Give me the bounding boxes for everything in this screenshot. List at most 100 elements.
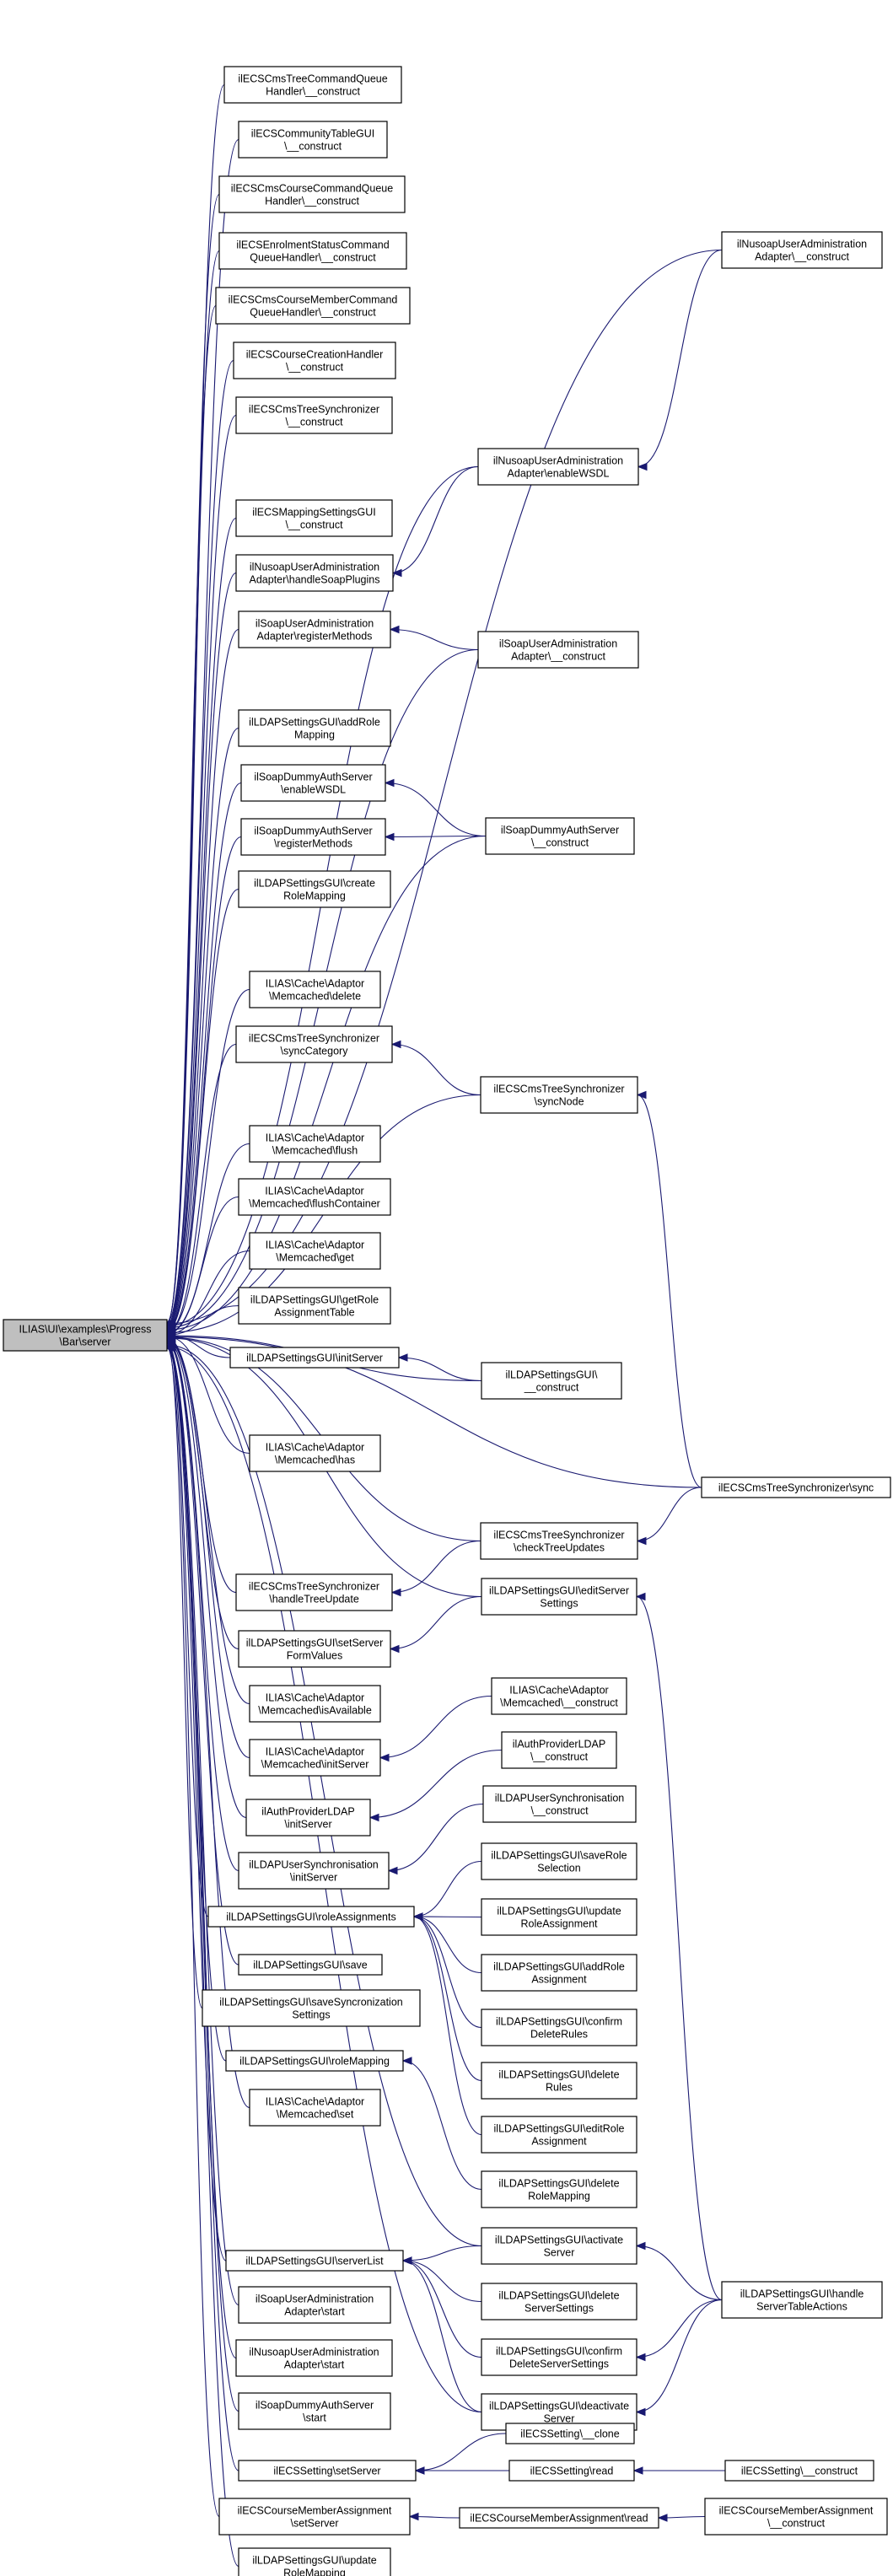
function-node[interactable]: ilLDAPUserSynchronisation\initServer (238, 1852, 390, 1890)
function-node[interactable]: ilECSEnrolmentStatusCommandQueueHandler\… (218, 232, 407, 270)
function-node[interactable]: ilLDAPSettingsGUI\handleServerTableActio… (721, 2281, 883, 2319)
function-node[interactable]: ilLDAPSettingsGUI\__construct (481, 1362, 622, 1400)
edge (390, 628, 479, 651)
node-box (704, 2498, 888, 2536)
function-node[interactable]: ilECSSetting\read (508, 2460, 635, 2482)
function-node[interactable]: ilECSCmsTreeSynchronizer\handleTreeUpdat… (235, 1573, 393, 1611)
function-node[interactable]: ilLDAPSettingsGUI\roleMapping (225, 2050, 404, 2072)
node-label: ilLDAPSettingsGUI\deactivate (489, 2401, 629, 2412)
function-node[interactable]: ilSoapDummyAuthServer\enableWSDL (240, 764, 386, 802)
edge (636, 2299, 723, 2358)
node-label: ilLDAPSettingsGUI\addRole (493, 1961, 625, 1973)
function-node[interactable]: ilECSCmsTreeSynchronizer\syncNode (480, 1076, 638, 1114)
node-label: Settings (540, 1598, 578, 1610)
function-node[interactable]: ilSoapDummyAuthServer\registerMethods (240, 818, 386, 856)
function-node[interactable]: ilLDAPSettingsGUI\confirmDeleteServerSet… (481, 2338, 637, 2376)
function-node[interactable]: ilECSCourseMemberAssignment\setServer (218, 2498, 411, 2536)
node-label: RoleMapping (528, 2191, 590, 2202)
node-label: \initServer (290, 1872, 337, 1884)
node-label: \Memcached\set (277, 2109, 354, 2121)
function-node[interactable]: ilECSCmsTreeCommandQueueHandler\__constr… (223, 66, 402, 104)
function-node[interactable]: ilECSSetting\__construct (724, 2460, 874, 2482)
function-node[interactable]: ilECSCommunityTableGUI\__construct (238, 121, 388, 159)
edge (392, 465, 479, 574)
function-node[interactable]: ilSoapDummyAuthServer\start (238, 2392, 391, 2430)
function-node[interactable]: ilECSCmsCourseMemberCommandQueueHandler\… (215, 287, 411, 325)
node-label: ServerSettings (525, 2303, 594, 2315)
node-label: \Memcached\flushContainer (249, 1198, 380, 1210)
function-node[interactable]: ilECSCourseMemberAssignment\read (459, 2507, 659, 2529)
function-node[interactable]: ILIAS\Cache\Adaptor\Memcached\__construc… (491, 1677, 627, 1715)
node-box (218, 175, 406, 213)
function-node[interactable]: ilECSSetting\setServer (238, 2460, 417, 2482)
function-node[interactable]: ILIAS\Cache\Adaptor\Memcached\initServer (249, 1739, 381, 1777)
node-box (481, 2009, 637, 2046)
function-node[interactable]: ilECSCmsTreeSynchronizer\sync (701, 1476, 891, 1498)
function-node[interactable]: ilAuthProviderLDAP\initServer (245, 1799, 371, 1837)
node-label: ilECSSetting\__clone (520, 2428, 619, 2440)
function-node[interactable]: ilECSCourseCreationHandler\__construct (233, 341, 396, 379)
function-node[interactable]: ilECSCmsTreeSynchronizer\checkTreeUpdate… (480, 1522, 638, 1560)
function-node[interactable]: ILIAS\Cache\Adaptor\Memcached\get (249, 1232, 381, 1270)
function-node[interactable]: ilNusoapUserAdministrationAdapter\enable… (477, 448, 639, 486)
node-box (238, 610, 391, 648)
function-node[interactable]: ilAuthProviderLDAP\__construct (501, 1731, 617, 1769)
edge (636, 1595, 723, 2301)
node-label: ilECSCourseMemberAssignment\read (470, 2513, 648, 2525)
edge (166, 1143, 250, 1334)
function-node[interactable]: ilLDAPSettingsGUI\initServer (229, 1347, 400, 1369)
function-node[interactable]: ILIAS\Cache\Adaptor\Memcached\delete (249, 971, 381, 1008)
function-node[interactable]: ilECSCourseMemberAssignment\__construct (704, 2498, 888, 2536)
function-node[interactable]: ilLDAPSettingsGUI\serverList (225, 2250, 404, 2272)
function-node[interactable]: ilLDAPSettingsGUI\roleAssignments (207, 1906, 415, 1928)
function-node[interactable]: ilSoapDummyAuthServer\__construct (485, 817, 635, 855)
node-label: ilECSCommunityTableGUI (251, 128, 375, 140)
node-box (249, 1125, 381, 1163)
edge (166, 250, 220, 1325)
arrowhead (165, 1344, 176, 1353)
function-node[interactable]: ilLDAPSettingsGUI\saveSyncronizationSett… (202, 1989, 421, 2027)
function-node[interactable]: ilECSMappingSettingsGUI\__construct (235, 499, 393, 537)
function-node[interactable]: ILIAS\Cache\Adaptor\Memcached\flush (249, 1125, 381, 1163)
root-node[interactable]: ILIAS\UI\examples\Progress\Bar\server (3, 1319, 168, 1352)
edge (385, 782, 487, 837)
function-node[interactable]: ilSoapUserAdministrationAdapter\register… (238, 610, 391, 648)
function-node[interactable]: ILIAS\Cache\Adaptor\Memcached\set (249, 2089, 381, 2127)
function-node[interactable]: ilLDAPSettingsGUI\save (238, 1954, 383, 1976)
node-label: ilLDAPSettingsGUI\delete (498, 2290, 619, 2302)
node-label: ilLDAPSettingsGUI\editServer (489, 1585, 629, 1597)
node-box (481, 2116, 637, 2154)
function-node[interactable]: ILIAS\Cache\Adaptor\Memcached\isAvailabl… (249, 1685, 381, 1723)
function-node[interactable]: ILIAS\Cache\Adaptor\Memcached\has (249, 1434, 381, 1472)
function-node[interactable]: ilNusoapUserAdministrationAdapter\__cons… (721, 231, 883, 269)
function-node[interactable]: ilECSSetting\__clone (505, 2423, 635, 2444)
function-node[interactable]: ilSoapUserAdministrationAdapter\__constr… (477, 631, 639, 669)
function-node[interactable]: ilNusoapUserAdministrationAdapter\handle… (235, 554, 394, 592)
function-node[interactable]: ilECSCmsTreeSynchronizer\__construct (235, 396, 393, 434)
function-node[interactable]: ilECSCmsTreeSynchronizer\syncCategory (235, 1025, 393, 1063)
edge (379, 1695, 492, 1759)
node-label: ilNusoapUserAdministration (249, 2347, 379, 2358)
edge (636, 2299, 723, 2413)
function-node[interactable]: ILIAS\Cache\Adaptor\Memcached\flushConta… (238, 1178, 391, 1216)
function-node[interactable]: ilECSCmsCourseCommandQueueHandler\__cons… (218, 175, 406, 213)
node-box (238, 1954, 383, 1976)
function-node[interactable]: ilLDAPUserSynchronisation\__construct (482, 1785, 637, 1823)
